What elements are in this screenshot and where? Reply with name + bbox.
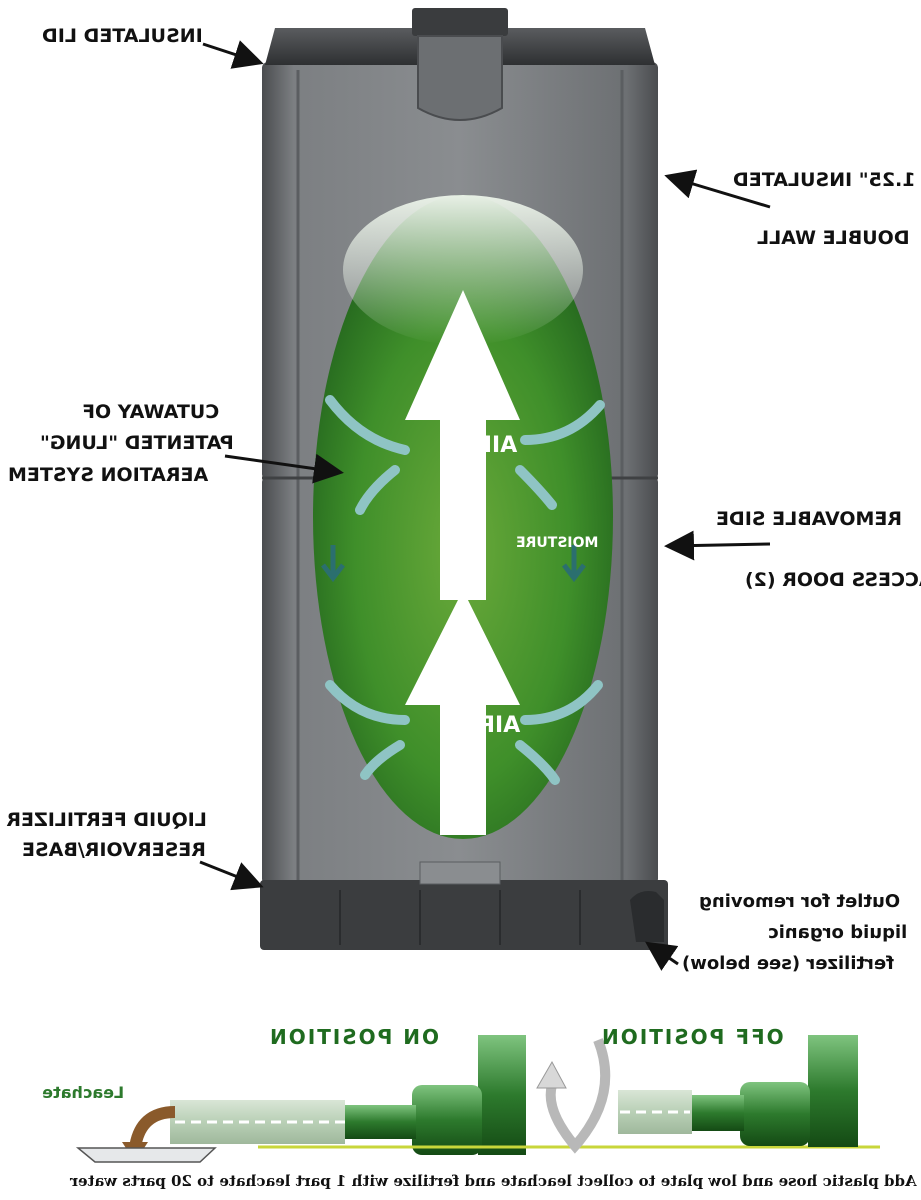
rotate-arrow [545,1038,611,1154]
label-outlet-2: liquid organic [768,922,907,943]
lung-cutaway: AIR AIR MOISTURE [313,195,613,839]
valve-housing-off [808,1035,858,1147]
label-cutaway-3: AERATION SYSTEM [8,464,208,486]
air-label-top: AIR [475,433,517,458]
air-arrow-top [405,290,520,600]
label-outlet-1: Outlet for removing [699,891,900,912]
label-wall-2: DOUBLE WALL [757,227,910,249]
side-air-arrow [515,740,560,785]
side-air-arrow [520,680,603,725]
label-reservoir-1: LIQUID FERTILIZER [6,809,207,831]
moisture-arrow [321,545,345,583]
outlet-spout [630,891,664,942]
side-air-arrow [325,680,410,725]
label-door-1: REMOVABLE SIDE [716,508,902,530]
side-air-arrow [355,465,400,515]
label-reservoir-2: RESERVOIR/BASE [22,839,206,861]
on-position-title: ON POSITION [268,1025,439,1049]
side-air-arrow [520,400,605,445]
side-air-arrow [360,740,405,780]
reservoir-base [260,880,668,950]
leachate-flow [129,1106,176,1150]
air-arrow-bottom [405,590,520,835]
label-cutaway-1: CUTAWAY OF [82,401,219,423]
moisture-label: MOISTURE [516,535,598,551]
label-outlet-3: fertilizer (see below) [682,953,894,974]
valve-housing-on [478,1035,526,1155]
side-air-arrow [515,465,557,510]
air-label-bottom: AIR [478,713,520,738]
label-cutaway-2: PATENTED "LUNG" [40,432,234,454]
off-position-title: OFF POSITION [600,1025,784,1049]
valve-illustration: ON POSITION Leachate OFF POSITION [42,1025,880,1163]
leachate-label: Leachate [42,1083,124,1102]
moisture-arrow [562,545,586,583]
bottom-caption: Add plastic hose and low plate to collec… [69,1172,918,1190]
side-air-arrow [325,395,410,455]
label-insulated-lid: INSULATED LID [42,25,203,47]
label-door-2: ACCESS DOOR (2) [745,569,921,591]
label-wall-1: 1.25" INSULATED [733,169,916,191]
collection-plate [75,1147,217,1163]
